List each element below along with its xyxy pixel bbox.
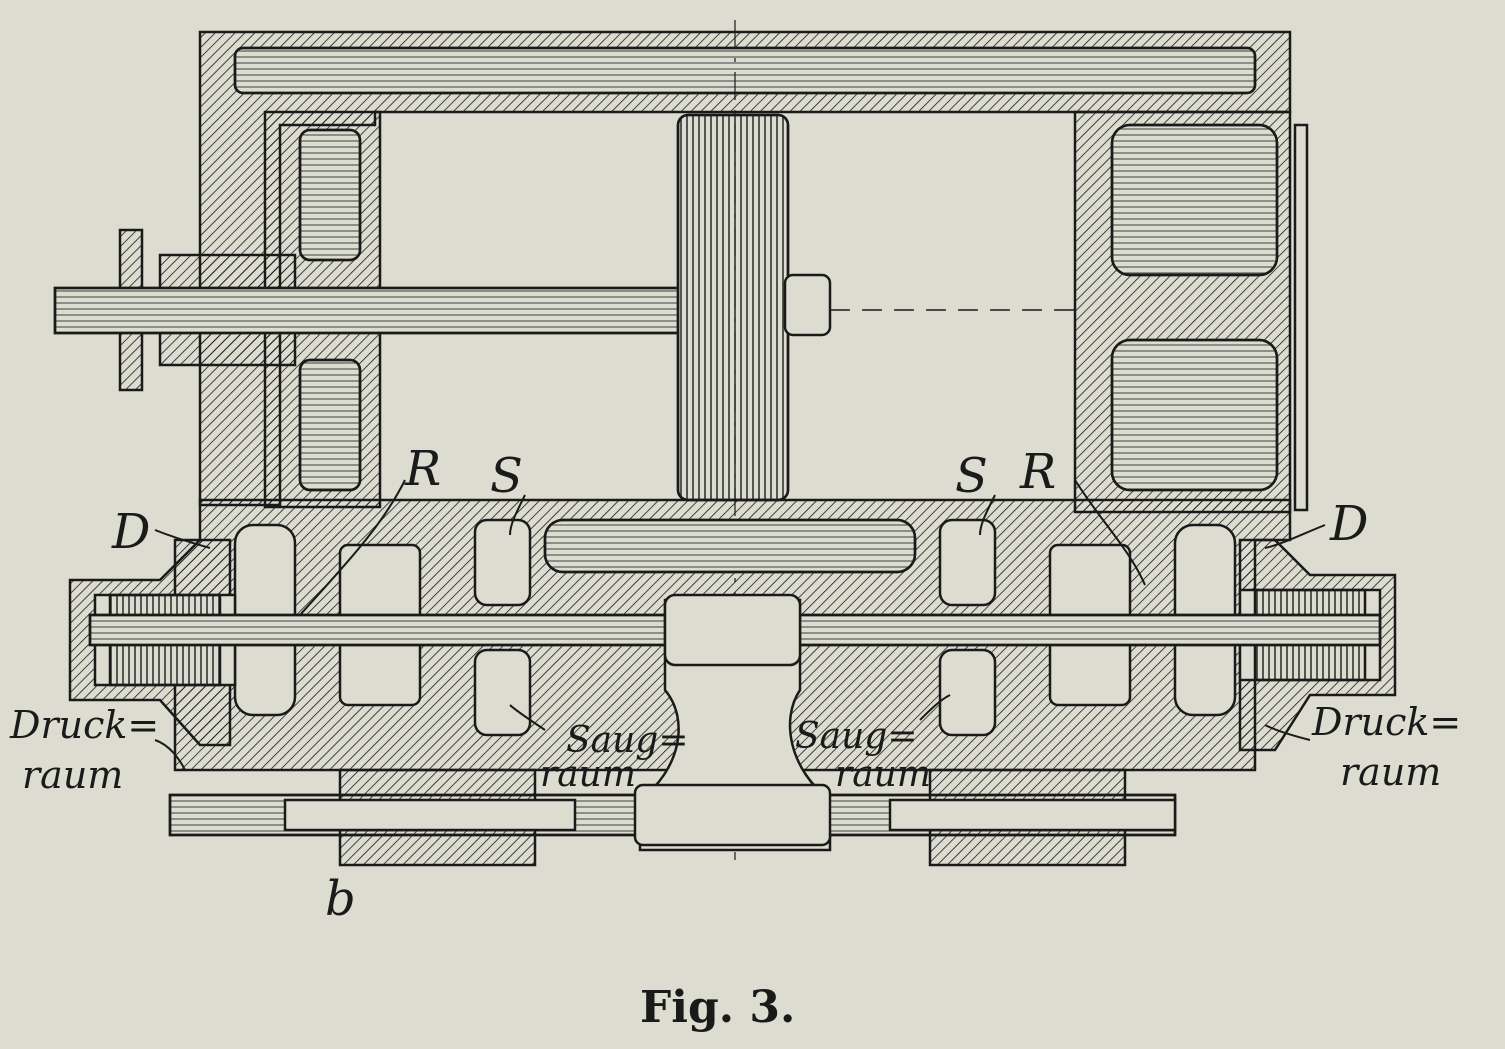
drawing-lines <box>53 20 1397 867</box>
pulley-hub <box>783 273 832 337</box>
label-saug-right-1: Saug= <box>795 716 918 757</box>
label-b: b <box>325 871 356 927</box>
pulley-fill <box>676 113 790 502</box>
left-chamber-upper-fill <box>298 128 362 262</box>
right-cavity-S-top <box>938 518 997 607</box>
leader-saug-left <box>509 704 546 731</box>
label-saug-left-2: raum <box>540 754 636 795</box>
lower-shaft-over-left <box>283 798 577 832</box>
lower-center-channel-fill <box>543 518 917 574</box>
label-D-left: D <box>111 504 150 560</box>
leader-R-left <box>299 479 406 616</box>
leader-druck-left <box>154 739 186 771</box>
label-S-left: S <box>490 448 523 504</box>
leader-saug-right <box>919 694 951 721</box>
drive-shaft-fill <box>53 286 687 335</box>
right-cavity-S-bottom <box>938 648 997 737</box>
label-druck-right-1: Druck= <box>1311 700 1461 744</box>
top-frame-cavity-fill <box>233 46 1257 95</box>
left-cavity-S-bottom <box>473 648 532 737</box>
label-druck-left-1: Druck= <box>9 703 159 747</box>
left-cavity-S-top <box>473 518 532 607</box>
coupling <box>633 783 832 847</box>
label-R-left: R <box>404 441 441 497</box>
leader-druck-right <box>1264 724 1311 741</box>
diagram-labels: R S S R D D Druck= raum Saug= raum Saug=… <box>9 441 1461 1033</box>
label-R-right: R <box>1019 444 1056 500</box>
figure-caption: Fig. 3. <box>640 982 795 1033</box>
label-saug-right-2: raum <box>835 754 931 795</box>
label-saug-left-1: Saug= <box>566 720 689 761</box>
label-druck-left-2: raum <box>22 753 123 797</box>
leader-R-right <box>1074 479 1146 586</box>
label-druck-right-2: raum <box>1340 750 1441 794</box>
label-D-right: D <box>1329 496 1368 552</box>
label-S-right: S <box>955 448 988 504</box>
leader-S-right <box>979 494 996 536</box>
leader-D-left <box>154 529 211 549</box>
leader-S-left <box>509 494 526 536</box>
right-chamber-lower-fill <box>1110 338 1279 492</box>
leader-D-right <box>1264 524 1326 549</box>
right-end-plate <box>1293 123 1309 512</box>
crosshead-block <box>663 593 802 667</box>
lower-shaft-over-right <box>888 798 1177 832</box>
left-chamber-lower-fill <box>298 358 362 492</box>
right-chamber-upper-fill <box>1110 123 1279 277</box>
